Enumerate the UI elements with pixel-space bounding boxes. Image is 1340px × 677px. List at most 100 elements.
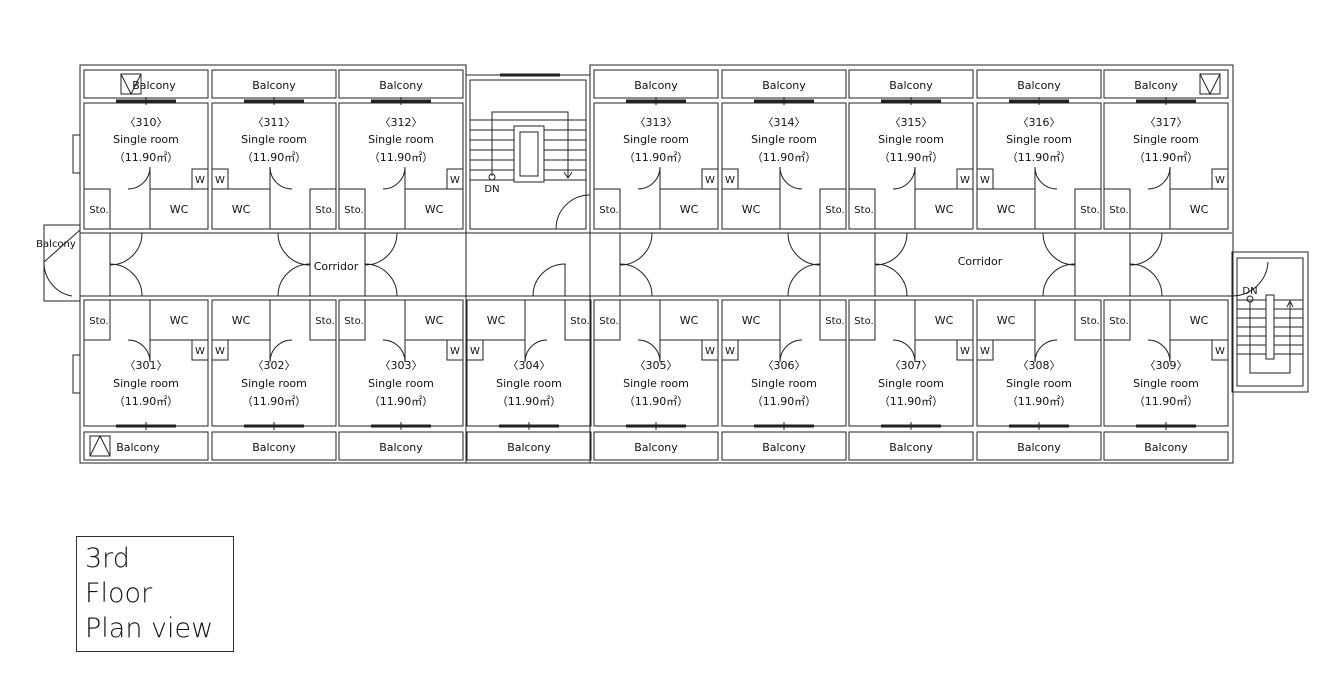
w-box [721,168,739,190]
balcony-label: Balcony [379,79,423,92]
room-type: Single room [623,133,689,146]
entry-door [619,232,653,266]
balcony [1103,431,1229,461]
room-type: Single room [113,377,179,390]
wc-box [211,188,271,230]
balcony-label: Balcony [1017,79,1061,92]
storage-box [848,299,876,341]
w-label: W [450,175,460,186]
w-box [721,339,739,361]
wc-box [976,299,1036,341]
room-number: 〈301〉 [125,359,168,372]
wc-label: WC [232,314,251,327]
room-type: Single room [878,377,944,390]
wc-door [1147,166,1171,190]
w-label: W [215,175,225,186]
storage-box [819,188,847,230]
w-label: W [980,346,990,357]
storage-box [819,299,847,341]
storage-box [1074,299,1102,341]
w-box [466,339,484,361]
wc-label: WC [742,314,761,327]
wc-box [659,299,719,341]
wc-label: WC [935,203,954,216]
balcony-hatch-marker [89,435,111,457]
entry-door [277,263,311,297]
storage-label: Sto. [344,316,363,327]
balcony [211,431,337,461]
balcony-label: Balcony [252,79,296,92]
w-label: W [215,346,225,357]
room-area: （11.90㎡） [879,395,944,408]
wc-door [1147,339,1171,363]
room-number: 〈305〉 [635,359,678,372]
balcony-hatch-marker-lines [120,73,142,96]
wc-label: WC [997,203,1016,216]
w-box [191,168,209,190]
wc-box [721,188,781,230]
balcony-label: Balcony [634,441,678,454]
wc-label: WC [487,314,506,327]
stair-right [1231,251,1309,393]
room-number: 〈308〉 [1018,359,1061,372]
balcony-label: Balcony [379,441,423,454]
wc-label: WC [425,314,444,327]
storage-label: Sto. [825,316,844,327]
balcony-label: Balcony [762,441,806,454]
w-label: W [960,346,970,357]
storage-box [338,299,366,341]
wc-label: WC [680,314,699,327]
room-area: （11.90㎡） [752,395,817,408]
room-number: 〈303〉 [380,359,423,372]
wc-box [976,188,1036,230]
w-box [211,339,229,361]
room-area: （11.90㎡） [752,151,817,164]
room-number: 〈307〉 [890,359,933,372]
wc-label: WC [1190,314,1209,327]
wc-box [149,299,209,341]
wc-door [269,339,293,363]
w-label: W [195,175,205,186]
entry-door [1129,263,1163,297]
wc-box [721,299,781,341]
entry-door [1042,232,1076,266]
entry-door [787,232,821,266]
left-balcony [43,224,81,302]
storage-label: Sto. [825,205,844,216]
balcony-label: Balcony [132,79,176,92]
storage-box [83,188,111,230]
wc-door [637,339,661,363]
wc-box [1169,299,1229,341]
entry-door [619,263,653,297]
room-area: （11.90㎡） [369,395,434,408]
w-label: W [725,346,735,357]
balcony-label: Balcony [1134,79,1178,92]
room-type: Single room [1133,133,1199,146]
stair-top [469,79,587,230]
entry-door [787,263,821,297]
balcony [593,431,719,461]
wc-box [914,188,974,230]
storage-label: Sto. [570,316,589,327]
room-type: Single room [241,133,307,146]
balcony [83,431,209,461]
storage-label: Sto. [89,316,108,327]
storage-label: Sto. [1080,316,1099,327]
balcony-hatch-marker-lines [89,434,111,457]
wc-label: WC [232,203,251,216]
storage-label: Sto. [1109,316,1128,327]
room-number: 〈316〉 [1018,116,1061,129]
w-box [976,168,994,190]
w-label: W [1215,346,1225,357]
